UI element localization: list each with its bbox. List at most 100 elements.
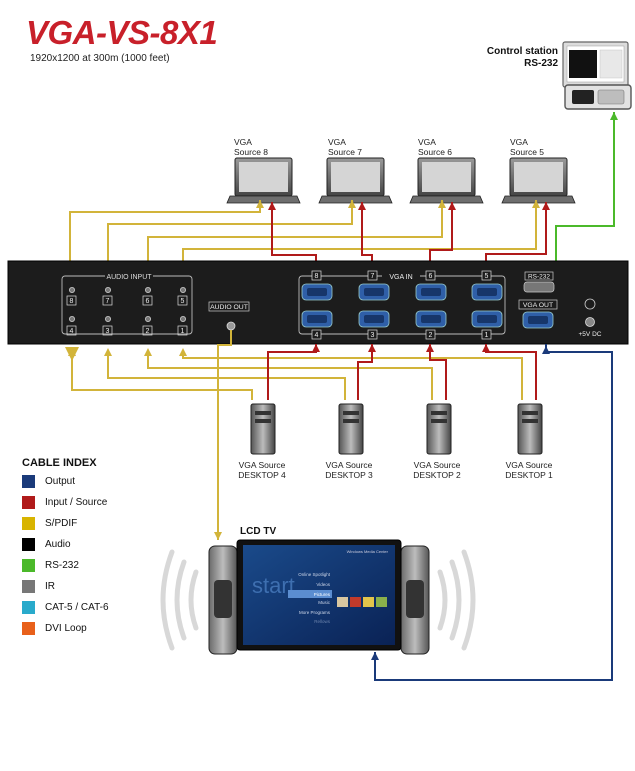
control-monitor-terminal [569,50,597,78]
cable-index-label: RS-232 [45,559,79,571]
rs232-label: RS-232 [528,274,550,281]
desktop-3-line1: VGA Source [325,460,373,470]
audio-out-jack [226,321,236,331]
vga-cables-bottom [267,344,537,400]
page-title: VGA-VS-8X1 [26,14,218,51]
lcd-menu: Online Spotlight Videos Music More Progr… [298,572,331,624]
lcd-menu-highlight [288,590,332,598]
cable-index-item: CAT-5 / CAT-6 [22,600,109,614]
source-7-line1: VGA [328,137,346,147]
desktop-tower-1 [517,403,543,455]
vga-in-label: VGA IN [389,274,412,281]
source-6-line2: Source 6 [418,147,453,157]
control-key-block [572,90,594,104]
desktop-1-line1: VGA Source [505,460,553,470]
cable-swatch-audio [22,537,35,551]
vga-port-4 [301,310,333,328]
rs232-port [523,281,555,293]
cable-swatch-cat [22,600,35,614]
rs232-tag [524,271,554,281]
audio-numbers: 8 7 6 5 4 3 2 1 [70,298,185,335]
vga-out-label: VGA OUT [523,302,553,309]
control-drive [597,89,625,105]
lcd-tv-label: LCD TV [240,526,277,537]
lcd-menu-item-selected: Pictures [314,592,331,597]
control-monitor-panel [599,49,623,79]
lcd-start-word: start [252,573,295,598]
source-8-line2: Source 8 [234,147,269,157]
cable-index-item: RS-232 [22,558,79,572]
laptop-source-7 [318,157,393,204]
lcd-tv: start Windows Media Center Online Spotli… [236,539,402,651]
vga-port-6 [415,283,447,301]
audio-arrow-heads-bottom [68,348,187,356]
vga-num-6: 6 [429,273,433,280]
audio-out-arrow [214,532,222,540]
source-8-line1: VGA [234,137,252,147]
speaker-sound-waves-right [437,549,476,651]
desktop-1-line2: DESKTOP 1 [505,470,553,480]
desktop-tower-2 [426,403,452,455]
source-5-label: VGA Source 5 [510,137,544,157]
laptop-source-5 [501,157,576,204]
desktop-3-line2: DESKTOP 3 [325,470,373,480]
lcd-thumbnails [337,597,387,607]
desktop-1-label: VGA Source DESKTOP 1 [504,460,554,480]
page-subtitle: 1920x1200 at 300m (1000 feet) [30,53,170,64]
vga-port-2 [415,310,447,328]
source-8-label: VGA Source 8 [234,137,268,157]
lcd-menu-item: Videos [316,582,330,587]
cable-index-title: CABLE INDEX [22,457,97,469]
vga-in-numbers: 8 7 6 5 4 3 2 1 [315,273,489,339]
vga-arrow-heads-top [268,202,550,210]
desktop-4-line2: DESKTOP 4 [238,470,286,480]
rs232-cable [549,112,615,277]
cable-index-label: IR [45,580,55,592]
cable-index-label: S/PDIF [45,517,78,529]
cable-index-label: Audio [45,538,71,550]
power-label: +5V DC [579,331,602,338]
audio-input-label-bg [105,272,153,280]
desktop-2-label: VGA Source DESKTOP 2 [412,460,462,480]
desktop-2-line2: DESKTOP 2 [413,470,461,480]
audio-num-1: 1 [181,328,185,335]
vga-num-7: 7 [371,273,375,280]
audio-num-8: 8 [70,298,74,305]
lcd-brand: Windows Media Center [347,549,389,554]
vga-out-tag [518,299,558,310]
control-station-line2: RS-232 [524,58,558,69]
cable-swatch-rs232 [22,558,35,572]
cable-index-item: DVI Loop [22,621,87,635]
vga-port-7 [358,283,390,301]
vga-num-5: 5 [485,273,489,280]
audio-arrow-heads-top [256,200,540,208]
lcd-menu-item: Music [318,600,331,605]
speaker-left [208,545,238,655]
desktop-4-line1: VGA Source [238,460,286,470]
cable-index-item: Input / Source [22,495,107,509]
lcd-menu-item: Online Spotlight [298,572,331,577]
rs232-arrow-head [610,112,618,120]
desktop-4-label: VGA Source DESKTOP 4 [237,460,287,480]
power-jack [585,317,595,327]
vga-in-number-tags [311,270,492,340]
vga-port-5 [471,283,503,301]
switch-device: AUDIO INPUT 8 7 6 [7,260,629,345]
cable-index-label: DVI Loop [45,622,87,634]
vga-num-3: 3 [371,332,375,339]
cable-index-item: S/PDIF [22,516,77,530]
control-station [562,41,632,110]
audio-input-label: AUDIO INPUT [106,274,152,281]
lcd-menu-item: More Programs [299,610,331,615]
audio-out-tag [208,301,250,312]
power-symbol [584,298,596,310]
speaker-sound-waves-left [160,549,199,651]
source-5-line2: Source 5 [510,147,545,157]
cable-index-label: Output [45,475,76,487]
source-6-label: VGA Source 6 [418,137,452,157]
audio-num-6: 6 [146,298,150,305]
speaker-right [400,545,430,655]
cable-swatch-ir [22,579,35,593]
